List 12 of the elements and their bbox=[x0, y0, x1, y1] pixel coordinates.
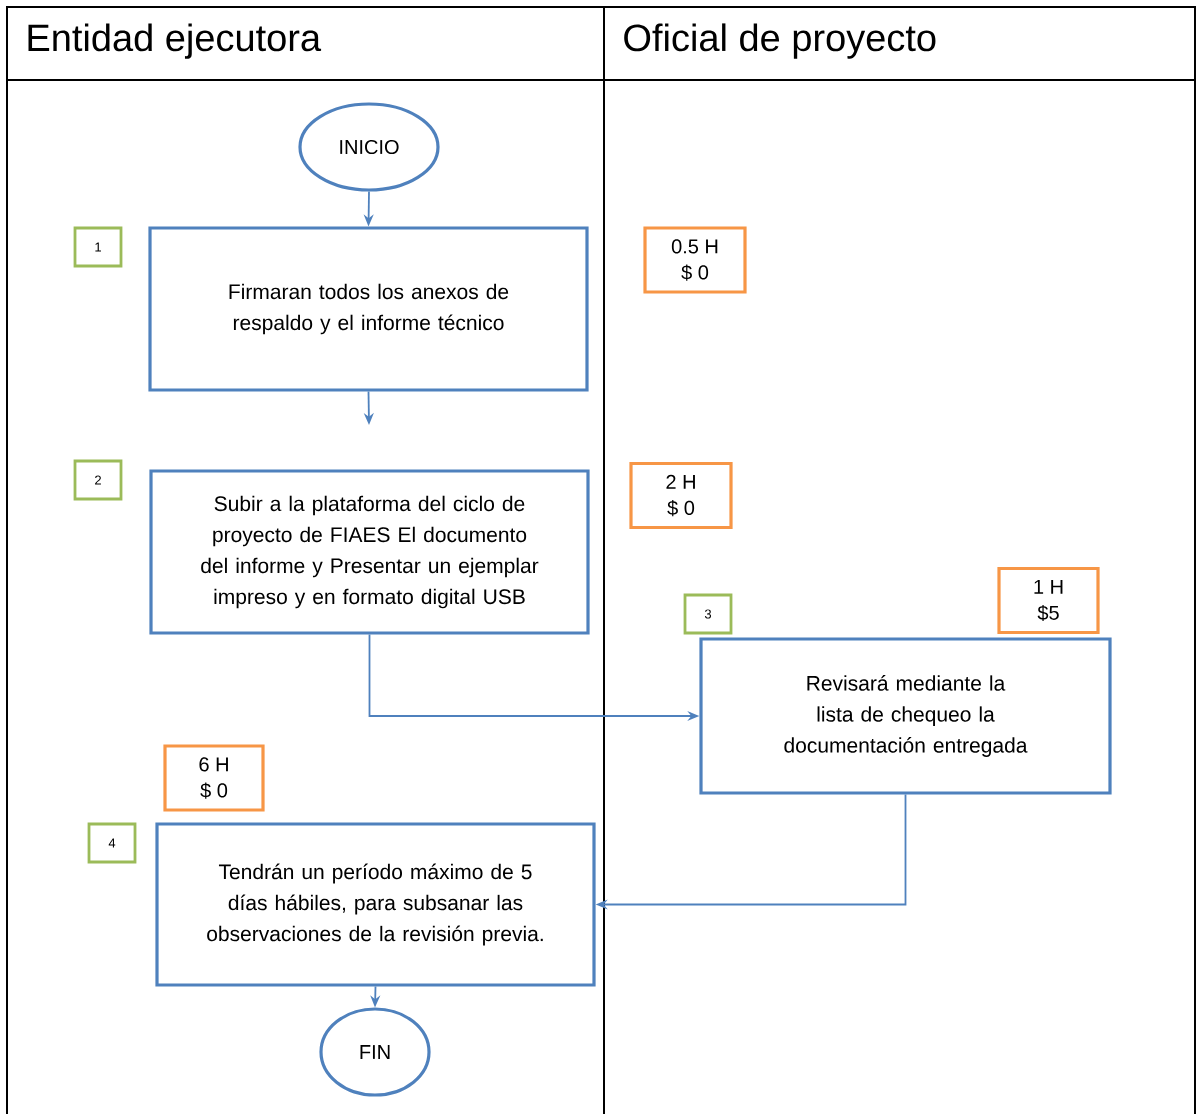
process-box: Tendrán un período máximo de 5 días hábiles, para subsanar las observaciones de la revisión previa. bbox=[155, 822, 596, 987]
process-box: Revisará mediante la lista de chequeo la documentación entregada bbox=[699, 637, 1112, 795]
process-box: Firmaran todos los anexos de respaldo y el informe técnico bbox=[148, 226, 589, 392]
process-box: Subir a la plataforma del ciclo de proyecto de FIAES El documento del informe y Presentar un ejemplar impreso y en formato digital USB bbox=[149, 469, 590, 635]
cost-box: 2 H $ 0 bbox=[629, 461, 733, 530]
cost-box: 6 H $ 0 bbox=[163, 744, 265, 812]
step-number: 2 bbox=[73, 459, 123, 501]
cost-box: 1 H $5 bbox=[997, 566, 1100, 635]
step-number: 3 bbox=[683, 593, 733, 635]
cost-box: 0.5 H $ 0 bbox=[643, 226, 747, 294]
step-number: 1 bbox=[73, 226, 123, 268]
step-number: 4 bbox=[87, 822, 137, 864]
